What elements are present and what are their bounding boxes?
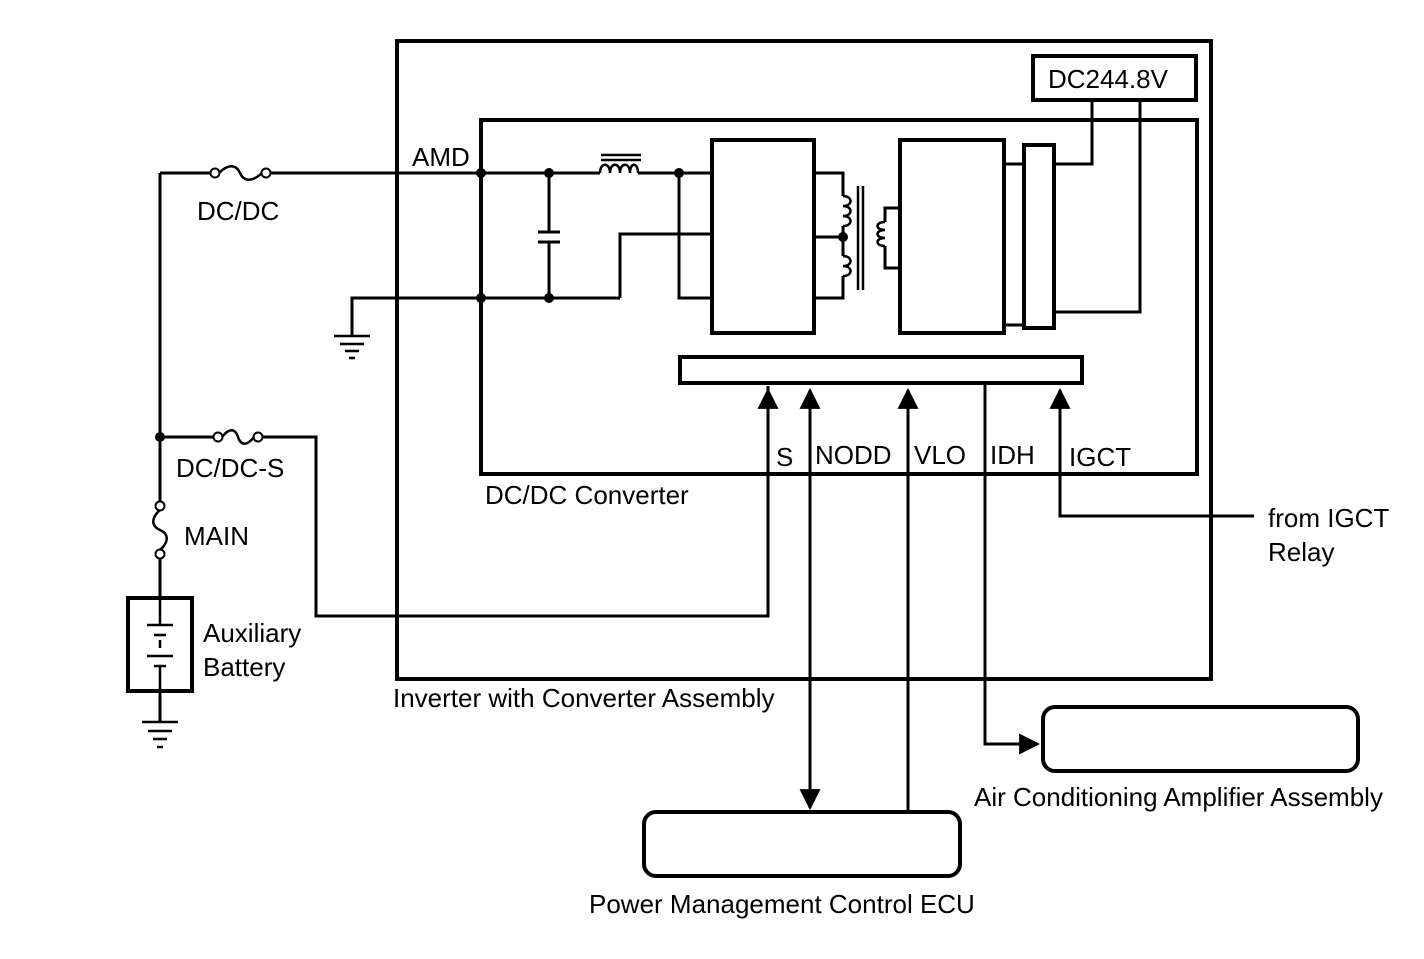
ground-icon xyxy=(142,720,178,749)
converter-ground-wiring xyxy=(350,296,481,336)
junction-dot xyxy=(544,168,554,178)
converter-input-wiring xyxy=(481,171,712,300)
pin-nodd-label: NODD xyxy=(815,440,892,470)
aux-battery-label-1: Auxiliary xyxy=(203,618,301,648)
inductor-icon xyxy=(598,153,641,174)
aux-battery-label-2: Battery xyxy=(203,652,285,682)
ac-amplifier-label: Air Conditioning Amplifier Assembly xyxy=(974,782,1383,812)
dc-voltage-wiring xyxy=(1054,100,1142,314)
dc-voltage-label: DC244.8V xyxy=(1048,64,1169,94)
auxiliary-battery-icon xyxy=(126,596,194,693)
junction-dot xyxy=(476,293,486,303)
pin-vlo-label: VLO xyxy=(914,440,966,470)
pm-ecu-label: Power Management Control ECU xyxy=(589,889,975,919)
pm-ecu-box xyxy=(642,810,962,878)
pin-s-label: S xyxy=(776,442,793,472)
signal-wiring xyxy=(757,383,1254,811)
control-circuit-bar xyxy=(678,355,1084,385)
dcdc-s-fuse-label: DC/DC-S xyxy=(176,453,284,483)
inverter-assembly-label: Inverter with Converter Assembly xyxy=(393,683,774,713)
junction-dot xyxy=(674,168,684,178)
inverter-assembly-box xyxy=(395,39,1213,681)
dcdc-fuse-icon xyxy=(209,165,272,181)
dcdc-converter-label: DC/DC Converter xyxy=(485,480,689,510)
dc-voltage-wiring xyxy=(1054,100,1094,166)
junction-dot xyxy=(544,293,554,303)
pin-igct-label: IGCT xyxy=(1069,442,1131,472)
capacitor-icon xyxy=(538,230,560,244)
from-igct-label-1: from IGCT xyxy=(1268,503,1389,533)
junction-dot xyxy=(155,432,165,442)
junction-dot xyxy=(838,232,848,242)
switching-circuit-block xyxy=(710,138,816,335)
junction-dot xyxy=(476,168,486,178)
ground-icon xyxy=(334,334,370,360)
main-fuse-label: MAIN xyxy=(184,521,249,551)
transformer-icon xyxy=(814,171,900,300)
amd-label: AMD xyxy=(412,142,470,172)
dc-voltage-box xyxy=(1031,54,1198,102)
from-igct-label-2: Relay xyxy=(1268,537,1334,567)
ac-amplifier-box xyxy=(1041,705,1360,773)
rectifier-block xyxy=(898,138,1006,335)
pin-idh-label: IDH xyxy=(990,440,1035,470)
output-block xyxy=(1022,143,1056,330)
main-fuse-icon xyxy=(152,500,168,560)
dcdc-s-fuse-icon xyxy=(212,429,264,445)
dcdc-fuse-label: DC/DC xyxy=(197,196,279,226)
